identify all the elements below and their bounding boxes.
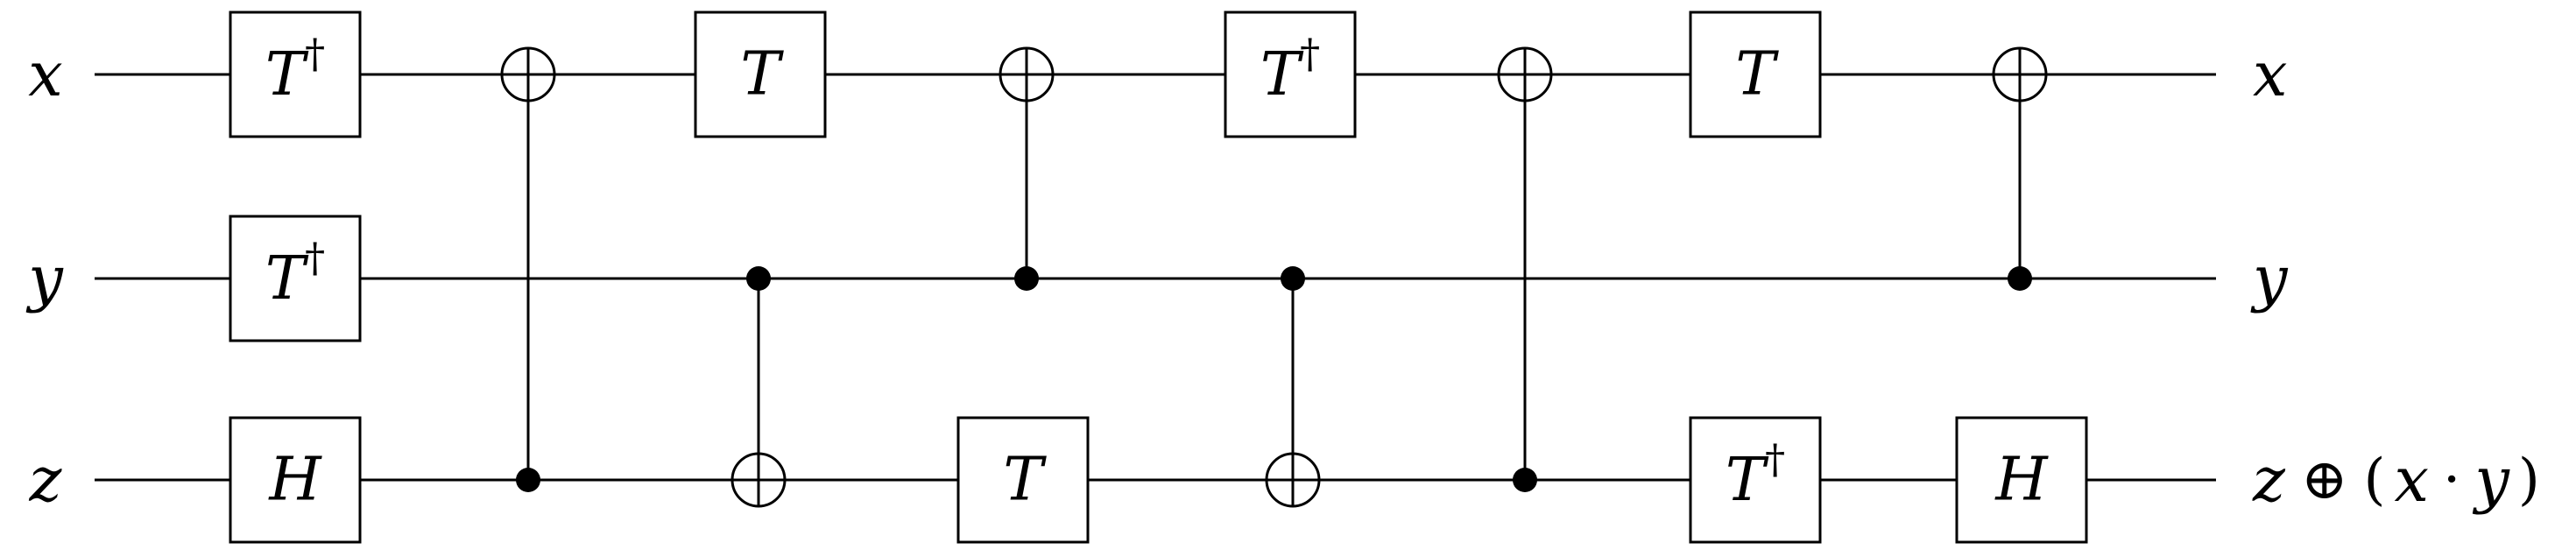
cnot-5-control-dot <box>1513 468 1537 492</box>
gate-t-dagger-z: T† <box>1689 416 1822 544</box>
gate-box <box>229 215 362 342</box>
gate-label: H <box>1994 446 2049 515</box>
gate-dagger: † <box>305 234 325 281</box>
gate-t-x-first: T <box>694 11 827 138</box>
cnot-1 <box>500 46 556 492</box>
cnot-3-control-dot <box>1014 266 1039 291</box>
gate-box <box>1689 11 1822 138</box>
cnot-4-control-dot <box>1281 266 1305 291</box>
gate-label: T <box>1260 40 1304 109</box>
gate-box <box>694 11 827 138</box>
output-z-a: x <box>2394 444 2428 516</box>
output-label-y: y <box>2250 243 2289 314</box>
cnot-2-control-dot <box>746 266 771 291</box>
gate-box <box>229 416 362 544</box>
input-label-z: z <box>29 444 63 516</box>
gate-label: T <box>1003 446 1047 515</box>
output-label-z: z ⊕ ( x · y ) <box>2252 444 2540 516</box>
gate-label: H <box>267 446 322 515</box>
cnot-5 <box>1497 46 1553 492</box>
gate-label: T <box>265 244 309 314</box>
gate-label: T <box>1726 446 1769 515</box>
svg-text:T†: T† <box>265 234 325 314</box>
gate-t-z: T <box>956 416 1090 544</box>
gate-h-z-first: H <box>229 416 362 544</box>
cnot-6-control-dot <box>2008 266 2032 291</box>
gate-label: T <box>265 40 309 109</box>
gate-box <box>1689 416 1822 544</box>
input-label-x: x <box>28 39 62 110</box>
gate-dagger: † <box>1765 435 1785 483</box>
output-label-x: x <box>2253 39 2287 110</box>
cnot-3 <box>999 46 1055 291</box>
cnot-6 <box>1992 46 2048 291</box>
svg-text:T†: T† <box>1726 435 1785 515</box>
output-z-xor: ⊕ <box>2301 448 2348 512</box>
cnot-4 <box>1265 266 1321 508</box>
output-z-dot: · <box>2443 448 2460 512</box>
input-label-y: y <box>25 243 64 314</box>
gate-box <box>1955 416 2088 544</box>
gate-dagger: † <box>305 30 325 77</box>
gate-dagger: † <box>1300 30 1320 77</box>
gate-box <box>1224 11 1357 138</box>
gate-t-dagger-x-second: T† <box>1224 11 1357 138</box>
output-z-b: y <box>2472 444 2510 516</box>
cnot-1-control-dot <box>516 468 540 492</box>
svg-text:T†: T† <box>265 30 325 109</box>
gate-box <box>229 11 362 138</box>
gate-h-z-second: H <box>1955 416 2088 544</box>
gate-t-dagger-x: T† <box>229 11 362 138</box>
output-z-open-paren: ( <box>2364 448 2386 512</box>
output-z-close-paren: ) <box>2518 448 2540 512</box>
gate-t-dagger-y: T† <box>229 215 362 342</box>
gate-box <box>956 416 1090 544</box>
svg-text:T†: T† <box>1260 30 1320 109</box>
gate-label: T <box>1735 40 1779 109</box>
gate-t-x-second: T <box>1689 11 1822 138</box>
cnot-2 <box>730 266 787 508</box>
gate-label: T <box>740 40 784 109</box>
output-z-var: z <box>2252 444 2286 516</box>
